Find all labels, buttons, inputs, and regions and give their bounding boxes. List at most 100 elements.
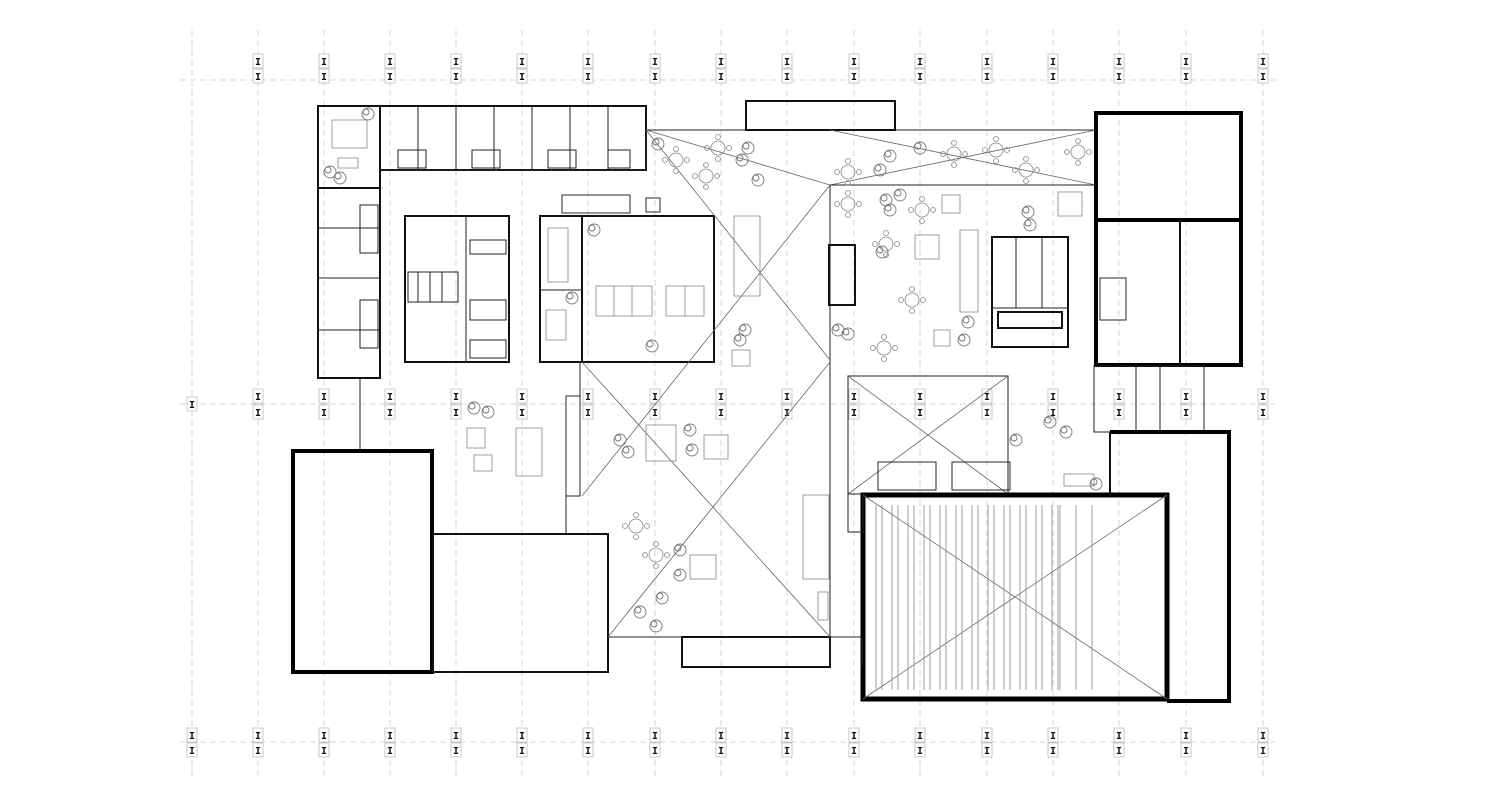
auditorium-stair (877, 461, 937, 491)
svg-text:I: I (984, 392, 990, 403)
svg-text:I: I (585, 57, 591, 68)
svg-text:I: I (1183, 746, 1189, 757)
grid-marker: I (1047, 727, 1059, 743)
seat-rows (875, 505, 1093, 690)
grid-marker: I (582, 727, 594, 743)
tree-icon (1023, 218, 1037, 232)
svg-text:I: I (453, 72, 459, 83)
grid-marker: I (384, 727, 396, 743)
tree-icon (1089, 477, 1103, 491)
round-table (692, 162, 720, 190)
svg-text:I: I (321, 72, 327, 83)
svg-text:I: I (519, 392, 525, 403)
svg-text:I: I (321, 408, 327, 419)
svg-text:I: I (189, 731, 195, 742)
svg-text:I: I (255, 731, 261, 742)
tree-icon (1009, 433, 1023, 447)
round-table (898, 286, 926, 314)
grid-marker: I (981, 727, 993, 743)
svg-text:I: I (1116, 408, 1122, 419)
grid-marker: I (914, 727, 926, 743)
tree-icon (645, 339, 659, 353)
tree-icon (655, 591, 669, 605)
svg-text:I: I (1183, 392, 1189, 403)
svg-text:I: I (851, 392, 857, 403)
svg-text:I: I (1116, 57, 1122, 68)
central-atrium (581, 100, 1097, 668)
grid-marker: I (914, 68, 926, 84)
grid-marker: I (582, 388, 594, 404)
grid-marker: I (649, 68, 661, 84)
grid-marker: I (582, 68, 594, 84)
svg-text:I: I (387, 392, 393, 403)
svg-text:I: I (519, 72, 525, 83)
grid-marker: I (582, 53, 594, 69)
armchair (473, 454, 493, 472)
grid-marker: I (715, 53, 727, 69)
svg-text:I: I (1116, 746, 1122, 757)
svg-text:I: I (1183, 72, 1189, 83)
lockers (407, 271, 459, 303)
grid-marker: I (848, 742, 860, 758)
round-table (1012, 156, 1040, 184)
svg-text:I: I (387, 408, 393, 419)
tree-icon (957, 333, 971, 347)
grid-marker: I (715, 727, 727, 743)
svg-text:I: I (387, 731, 393, 742)
svg-text:I: I (851, 731, 857, 742)
round-table (704, 134, 732, 162)
tree-icon (913, 141, 927, 155)
grid-marker: I (186, 396, 198, 412)
svg-text:I: I (1260, 731, 1266, 742)
grid-marker: I (1113, 388, 1125, 404)
svg-text:I: I (1050, 72, 1056, 83)
sofa (1063, 473, 1095, 487)
svg-text:I: I (1050, 392, 1056, 403)
grid-marker: I (649, 388, 661, 404)
grid-marker: I (1257, 742, 1269, 758)
grid-marker: I (186, 742, 198, 758)
cafe-kitchen (991, 236, 1069, 348)
svg-text:I: I (917, 408, 923, 419)
tree-icon (467, 401, 481, 415)
tree-icon (685, 443, 699, 457)
west-wing (291, 105, 715, 674)
svg-text:I: I (984, 746, 990, 757)
svg-text:I: I (718, 731, 724, 742)
grid-marker: I (252, 727, 264, 743)
svg-text:I: I (652, 731, 658, 742)
east-stair (1099, 277, 1127, 321)
grid-marker: I (781, 68, 793, 84)
svg-text:I: I (453, 746, 459, 757)
tree-icon (893, 188, 907, 202)
tree-icon (1059, 425, 1073, 439)
auditorium-hall (860, 492, 1170, 702)
tree-icon (565, 291, 579, 305)
round-table (982, 136, 1010, 164)
cafe-tables (622, 134, 1092, 569)
grid-marker: I (384, 53, 396, 69)
west-lounge-block (317, 105, 381, 379)
svg-text:I: I (1116, 72, 1122, 83)
svg-text:I: I (453, 731, 459, 742)
svg-text:I: I (1260, 392, 1266, 403)
seating-group (645, 424, 677, 462)
svg-text:I: I (917, 746, 923, 757)
svg-text:I: I (1050, 746, 1056, 757)
svg-text:I: I (387, 72, 393, 83)
grid-marker: I (450, 388, 462, 404)
tree-icon (323, 165, 337, 179)
svg-text:I: I (984, 57, 990, 68)
svg-text:I: I (453, 408, 459, 419)
grid-marker: I (848, 68, 860, 84)
svg-text:I: I (718, 392, 724, 403)
grid-marker: I (1257, 388, 1269, 404)
grid-marker: I (1180, 742, 1192, 758)
svg-text:I: I (851, 57, 857, 68)
svg-text:I: I (1183, 731, 1189, 742)
bathroom-unit (397, 149, 427, 169)
svg-text:I: I (851, 746, 857, 757)
grid-marker: I (318, 388, 330, 404)
svg-text:I: I (718, 72, 724, 83)
